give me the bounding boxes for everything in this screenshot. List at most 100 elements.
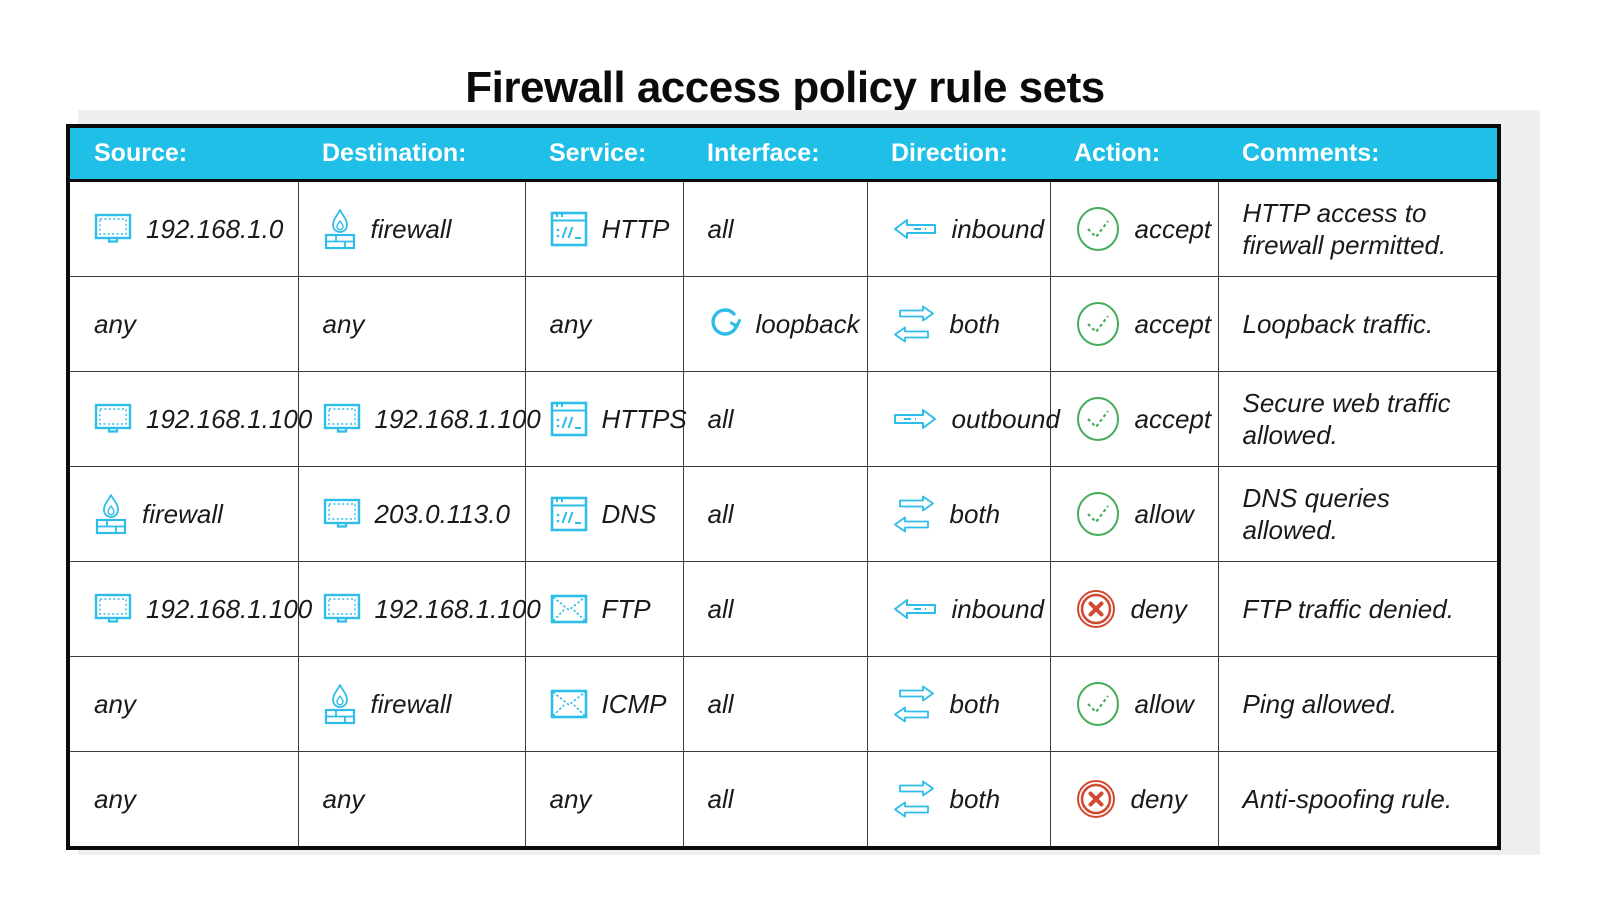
- service-value: DNS: [601, 498, 657, 529]
- source-cell: 192.168.1.100: [70, 371, 312, 467]
- action-cell: allow: [1050, 656, 1219, 752]
- comment-text: DNS queries allowed.: [1242, 482, 1390, 546]
- comments-cell: Anti-spoofing rule.: [1218, 752, 1497, 847]
- firewall-icon: [323, 207, 357, 251]
- comments-cell: Secure web traffic allowed.: [1218, 371, 1497, 467]
- comment-text: Loopback traffic.: [1242, 308, 1434, 339]
- action-value: accept: [1134, 308, 1212, 339]
- column-header-interface: Interface:: [683, 128, 867, 182]
- direction-value: inbound: [951, 213, 1045, 244]
- action-value: deny: [1130, 783, 1187, 814]
- monitor-icon: [94, 593, 132, 625]
- source-cell: 192.168.1.0: [70, 180, 299, 277]
- column-header-source: Source:: [70, 128, 298, 182]
- destination-cell: firewall: [298, 180, 526, 277]
- destination-value: 203.0.113.0: [374, 498, 510, 529]
- monitor-icon: [323, 498, 361, 530]
- column-header-service: Service:: [525, 128, 683, 182]
- direction-cell: both: [867, 466, 1051, 562]
- monitor-icon: [94, 213, 132, 245]
- direction-value: both: [949, 498, 1001, 529]
- direction-value: both: [949, 688, 1001, 719]
- destination-value: any: [322, 783, 365, 814]
- monitor-icon: [323, 593, 361, 625]
- service-cell: HTTP: [525, 180, 684, 277]
- service-cell: HTTPS: [525, 371, 687, 467]
- monitor-icon: [323, 403, 361, 435]
- comments-cell: Ping allowed.: [1218, 656, 1497, 752]
- destination-value: 192.168.1.100: [374, 403, 541, 434]
- destination-cell: any: [298, 751, 526, 846]
- service-value: any: [549, 783, 592, 814]
- direction-cell: inbound: [867, 561, 1051, 657]
- browser-icon: [550, 401, 588, 437]
- source-value: any: [94, 688, 136, 719]
- direction-cell: outbound: [867, 371, 1060, 467]
- destination-cell: 192.168.1.100: [298, 371, 541, 467]
- loopback-icon: [708, 306, 742, 342]
- service-value: any: [549, 308, 592, 339]
- service-value: HTTPS: [601, 403, 687, 434]
- table-row: 192.168.1.100 192.168.1.100 HTTPS all out…: [70, 371, 1497, 467]
- table-header-row: Source:Destination:Service:Interface:Dir…: [70, 128, 1497, 182]
- monitor-icon: [94, 403, 132, 435]
- direction-value: outbound: [951, 403, 1060, 434]
- table-row: any firewall ICMP all both allow Ping allo…: [70, 656, 1497, 752]
- destination-value: firewall: [370, 213, 452, 244]
- direction-cell: both: [867, 656, 1051, 752]
- firewall-icon: [94, 492, 128, 536]
- column-header-action: Action:: [1050, 128, 1218, 182]
- service-cell: any: [525, 276, 684, 372]
- firewall-icon: [323, 682, 357, 726]
- destination-value: any: [322, 308, 365, 339]
- accept-icon: [1075, 205, 1121, 253]
- source-cell: any: [70, 656, 299, 752]
- destination-value: 192.168.1.100: [374, 593, 541, 624]
- interface-value: all: [707, 688, 734, 719]
- action-cell: accept: [1050, 371, 1219, 467]
- comment-text: HTTP access to firewall permitted.: [1242, 197, 1447, 261]
- envelope-icon: [550, 689, 588, 719]
- destination-value: firewall: [370, 688, 452, 719]
- action-value: accept: [1134, 213, 1212, 244]
- interface-cell: all: [683, 371, 868, 467]
- destination-cell: firewall: [298, 656, 526, 752]
- service-value: FTP: [601, 593, 651, 624]
- comment-text: Anti-spoofing rule.: [1242, 783, 1453, 814]
- interface-value: all: [707, 403, 734, 434]
- source-value: 192.168.1.0: [146, 213, 284, 244]
- column-header-destination: Destination:: [298, 128, 525, 182]
- envelope-icon: [550, 594, 588, 624]
- action-value: allow: [1134, 498, 1194, 529]
- comments-cell: DNS queries allowed.: [1218, 466, 1497, 562]
- comments-cell: HTTP access to firewall permitted.: [1218, 180, 1497, 277]
- browser-icon: [550, 211, 588, 247]
- direction-value: inbound: [951, 593, 1045, 624]
- service-cell: ICMP: [525, 656, 684, 752]
- comment-text: FTP traffic denied.: [1242, 593, 1454, 624]
- comment-text: Ping allowed.: [1242, 688, 1398, 719]
- service-value: ICMP: [601, 688, 667, 719]
- column-header-comments: Comments:: [1218, 128, 1497, 182]
- arrow-right-icon: [892, 407, 938, 431]
- action-cell: accept: [1050, 276, 1219, 372]
- arrows-both-icon: [892, 304, 936, 344]
- interface-value: loopback: [755, 308, 860, 339]
- source-value: any: [94, 308, 136, 339]
- deny-icon: [1075, 778, 1117, 820]
- table-row: any any any loopback both accept Loopback t…: [70, 276, 1497, 372]
- accept-icon: [1075, 300, 1121, 348]
- accept-icon: [1075, 395, 1121, 443]
- interface-cell: all: [683, 561, 868, 657]
- interface-cell: all: [683, 751, 868, 846]
- arrows-both-icon: [892, 684, 936, 724]
- direction-value: both: [949, 783, 1001, 814]
- action-value: deny: [1130, 593, 1187, 624]
- comments-cell: FTP traffic denied.: [1218, 561, 1497, 657]
- direction-cell: both: [867, 276, 1051, 372]
- page-title: Firewall access policy rule sets: [465, 63, 1105, 113]
- action-value: accept: [1134, 403, 1212, 434]
